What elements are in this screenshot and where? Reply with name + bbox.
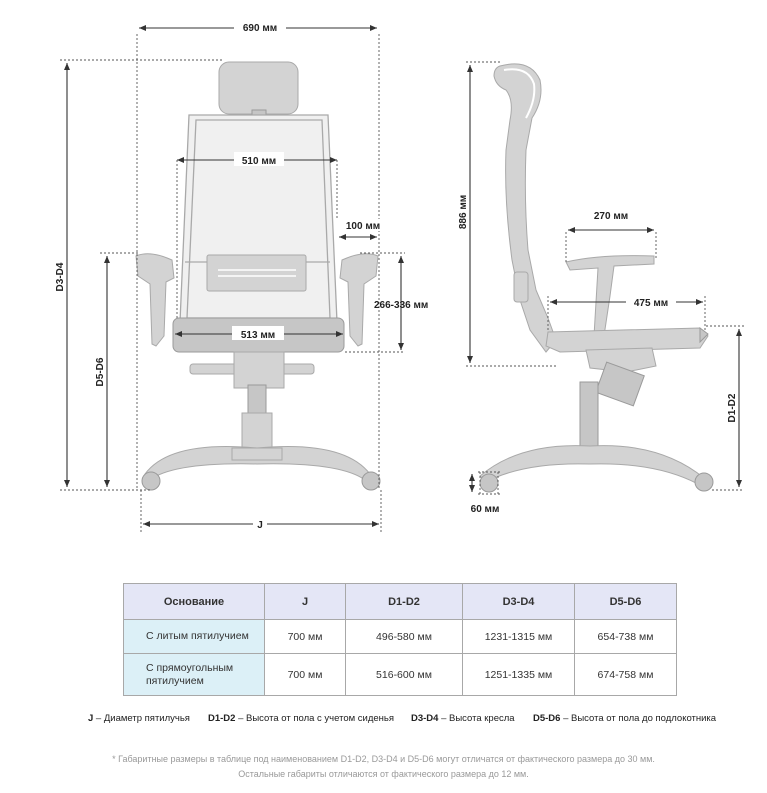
dimensions-table: Основание J D1-D2 D3-D4 D5-D6 С литым пя… — [123, 583, 677, 696]
side-gas-lift — [579, 381, 599, 449]
cell-d5-d6: 674-758 мм — [574, 653, 677, 696]
cell-d1-d2: 496-580 мм — [345, 619, 463, 654]
cell-d3-d4: 1231-1315 мм — [462, 619, 575, 654]
legend-text: – Высота от пола с учетом сиденья — [235, 713, 395, 724]
cell-j: 700 мм — [264, 619, 346, 654]
legend-text: – Высота от пола до подлокотника — [560, 713, 717, 724]
table-header-row: Основание J D1-D2 D3-D4 D5-D6 — [123, 583, 677, 620]
chair-dimensions-diagram: 690 мм 510 мм 100 мм 266-336 мм 513 мм D… — [55, 20, 744, 532]
label-width-total: 690 мм — [243, 23, 277, 34]
lumbar-support — [206, 254, 307, 292]
row-label: С литым пятилучием — [123, 619, 265, 654]
legend-key: J — [88, 713, 94, 724]
row-label-line: С прямоугольным — [146, 661, 234, 674]
col-header: D5-D6 — [574, 583, 677, 620]
legend-text: – Высота кресла — [438, 713, 515, 724]
label-j: J — [257, 520, 263, 531]
label-seat-width: 513 мм — [241, 330, 275, 341]
label-seat-depth: 475 мм — [634, 298, 668, 309]
cell-j: 700 мм — [264, 653, 346, 696]
legend-item: D1-D2 – Высота от пола с учетом сиденья — [208, 713, 394, 724]
table-row: С прямоугольным пятилучием 700 мм 516-60… — [123, 653, 677, 696]
cell-d5-d6: 654-738 мм — [574, 619, 677, 654]
footnote-line: Остальные габариты отличаются от фактиче… — [238, 769, 529, 779]
armrest-left — [135, 253, 175, 347]
side-view-base — [479, 445, 705, 485]
label-back-height: 886 мм — [458, 195, 469, 229]
side-backrest — [493, 63, 557, 353]
col-header: D1-D2 — [345, 583, 463, 620]
cell-d3-d4: 1251-1335 мм — [462, 653, 575, 696]
front-view-chair — [135, 61, 381, 491]
side-view-dimensions: 886 мм 270 мм 475 мм D1-D2 60 мм — [458, 61, 744, 515]
table-row: С литым пятилучием 700 мм 496-580 мм 123… — [123, 619, 677, 654]
legend-text: – Диаметр пятилучья — [93, 713, 190, 724]
label-caster: 60 мм — [471, 504, 500, 515]
label-d1-d2: D1-D2 — [727, 393, 738, 422]
legend-key: D5-D6 — [533, 713, 561, 724]
label-armrest-length: 270 мм — [594, 211, 628, 222]
label-armrest-offset: 100 мм — [346, 221, 380, 232]
side-view-chair — [479, 63, 714, 493]
legend-key: D3-D4 — [411, 713, 439, 724]
front-view-dimensions: 690 мм 510 мм 100 мм 266-336 мм 513 мм D… — [55, 20, 428, 532]
legend-item: D3-D4 – Высота кресла — [411, 713, 515, 724]
label-back-width: 510 мм — [242, 156, 276, 167]
label-armrest-height: 266-336 мм — [374, 300, 428, 311]
row-label: С прямоугольным пятилучием — [123, 653, 265, 696]
col-header: J — [264, 583, 346, 620]
legend-item: D5-D6 – Высота от пола до подлокотника — [533, 713, 716, 724]
legend-key: D1-D2 — [208, 713, 236, 724]
col-header: Основание — [123, 583, 265, 620]
armrest-right — [339, 253, 379, 347]
label-d5-d6: D5-D6 — [95, 357, 106, 386]
row-label-line: пятилучием — [146, 674, 204, 687]
col-header: D3-D4 — [462, 583, 575, 620]
cell-d1-d2: 516-600 мм — [345, 653, 463, 696]
label-d3-d4: D3-D4 — [55, 262, 66, 291]
headrest — [218, 61, 299, 115]
footnote-line: * Габаритные размеры в таблице под наиме… — [112, 754, 655, 764]
legend-item: J – Диаметр пятилучья — [88, 713, 190, 724]
footnote: * Габаритные размеры в таблице под наиме… — [60, 752, 707, 782]
